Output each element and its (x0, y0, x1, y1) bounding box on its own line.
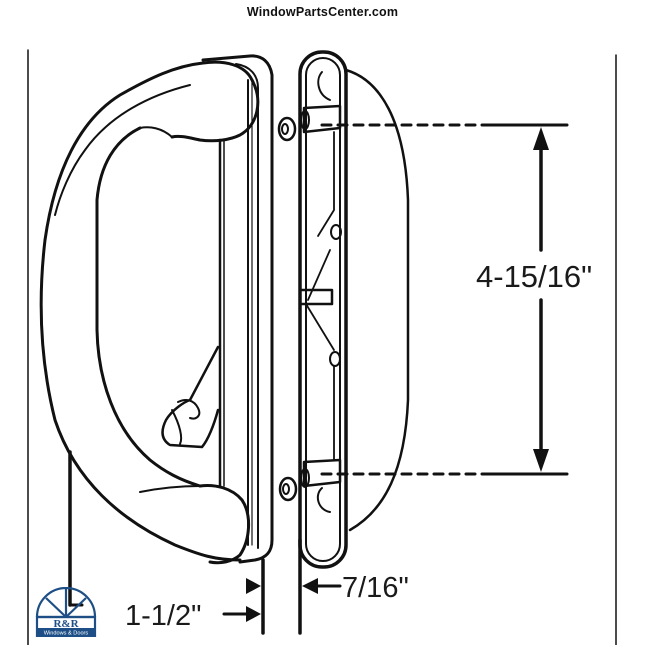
plate-thickness-label: 7/16" (342, 572, 409, 604)
hole-spacing-label: 4-15/16" (476, 259, 592, 294)
escutcheon-plate (201, 54, 274, 564)
handle-grip-inner (95, 126, 202, 488)
thumb-lever (161, 345, 220, 449)
handle-projection-label: 1-1/2" (125, 600, 201, 632)
screw-bottom-left (278, 476, 298, 502)
handle-grip-outer (39, 61, 242, 562)
arrow-right-lower (246, 606, 261, 622)
mortise-plate-outer (298, 50, 348, 569)
screw-top-left (277, 116, 297, 142)
arrow-left (302, 578, 318, 594)
latch-hook (298, 288, 334, 306)
logo-tagline: Windows & Doors (44, 631, 89, 637)
rr-windows-doors-logo: R&R Windows & Doors (35, 586, 97, 638)
site-title: WindowPartsCenter.com (246, 5, 399, 19)
arrow-up (533, 127, 549, 150)
arrow-down (533, 449, 549, 472)
arrow-right-upper (246, 578, 261, 594)
logo-brand: R&R (53, 618, 79, 630)
interior-rosette (344, 68, 410, 532)
